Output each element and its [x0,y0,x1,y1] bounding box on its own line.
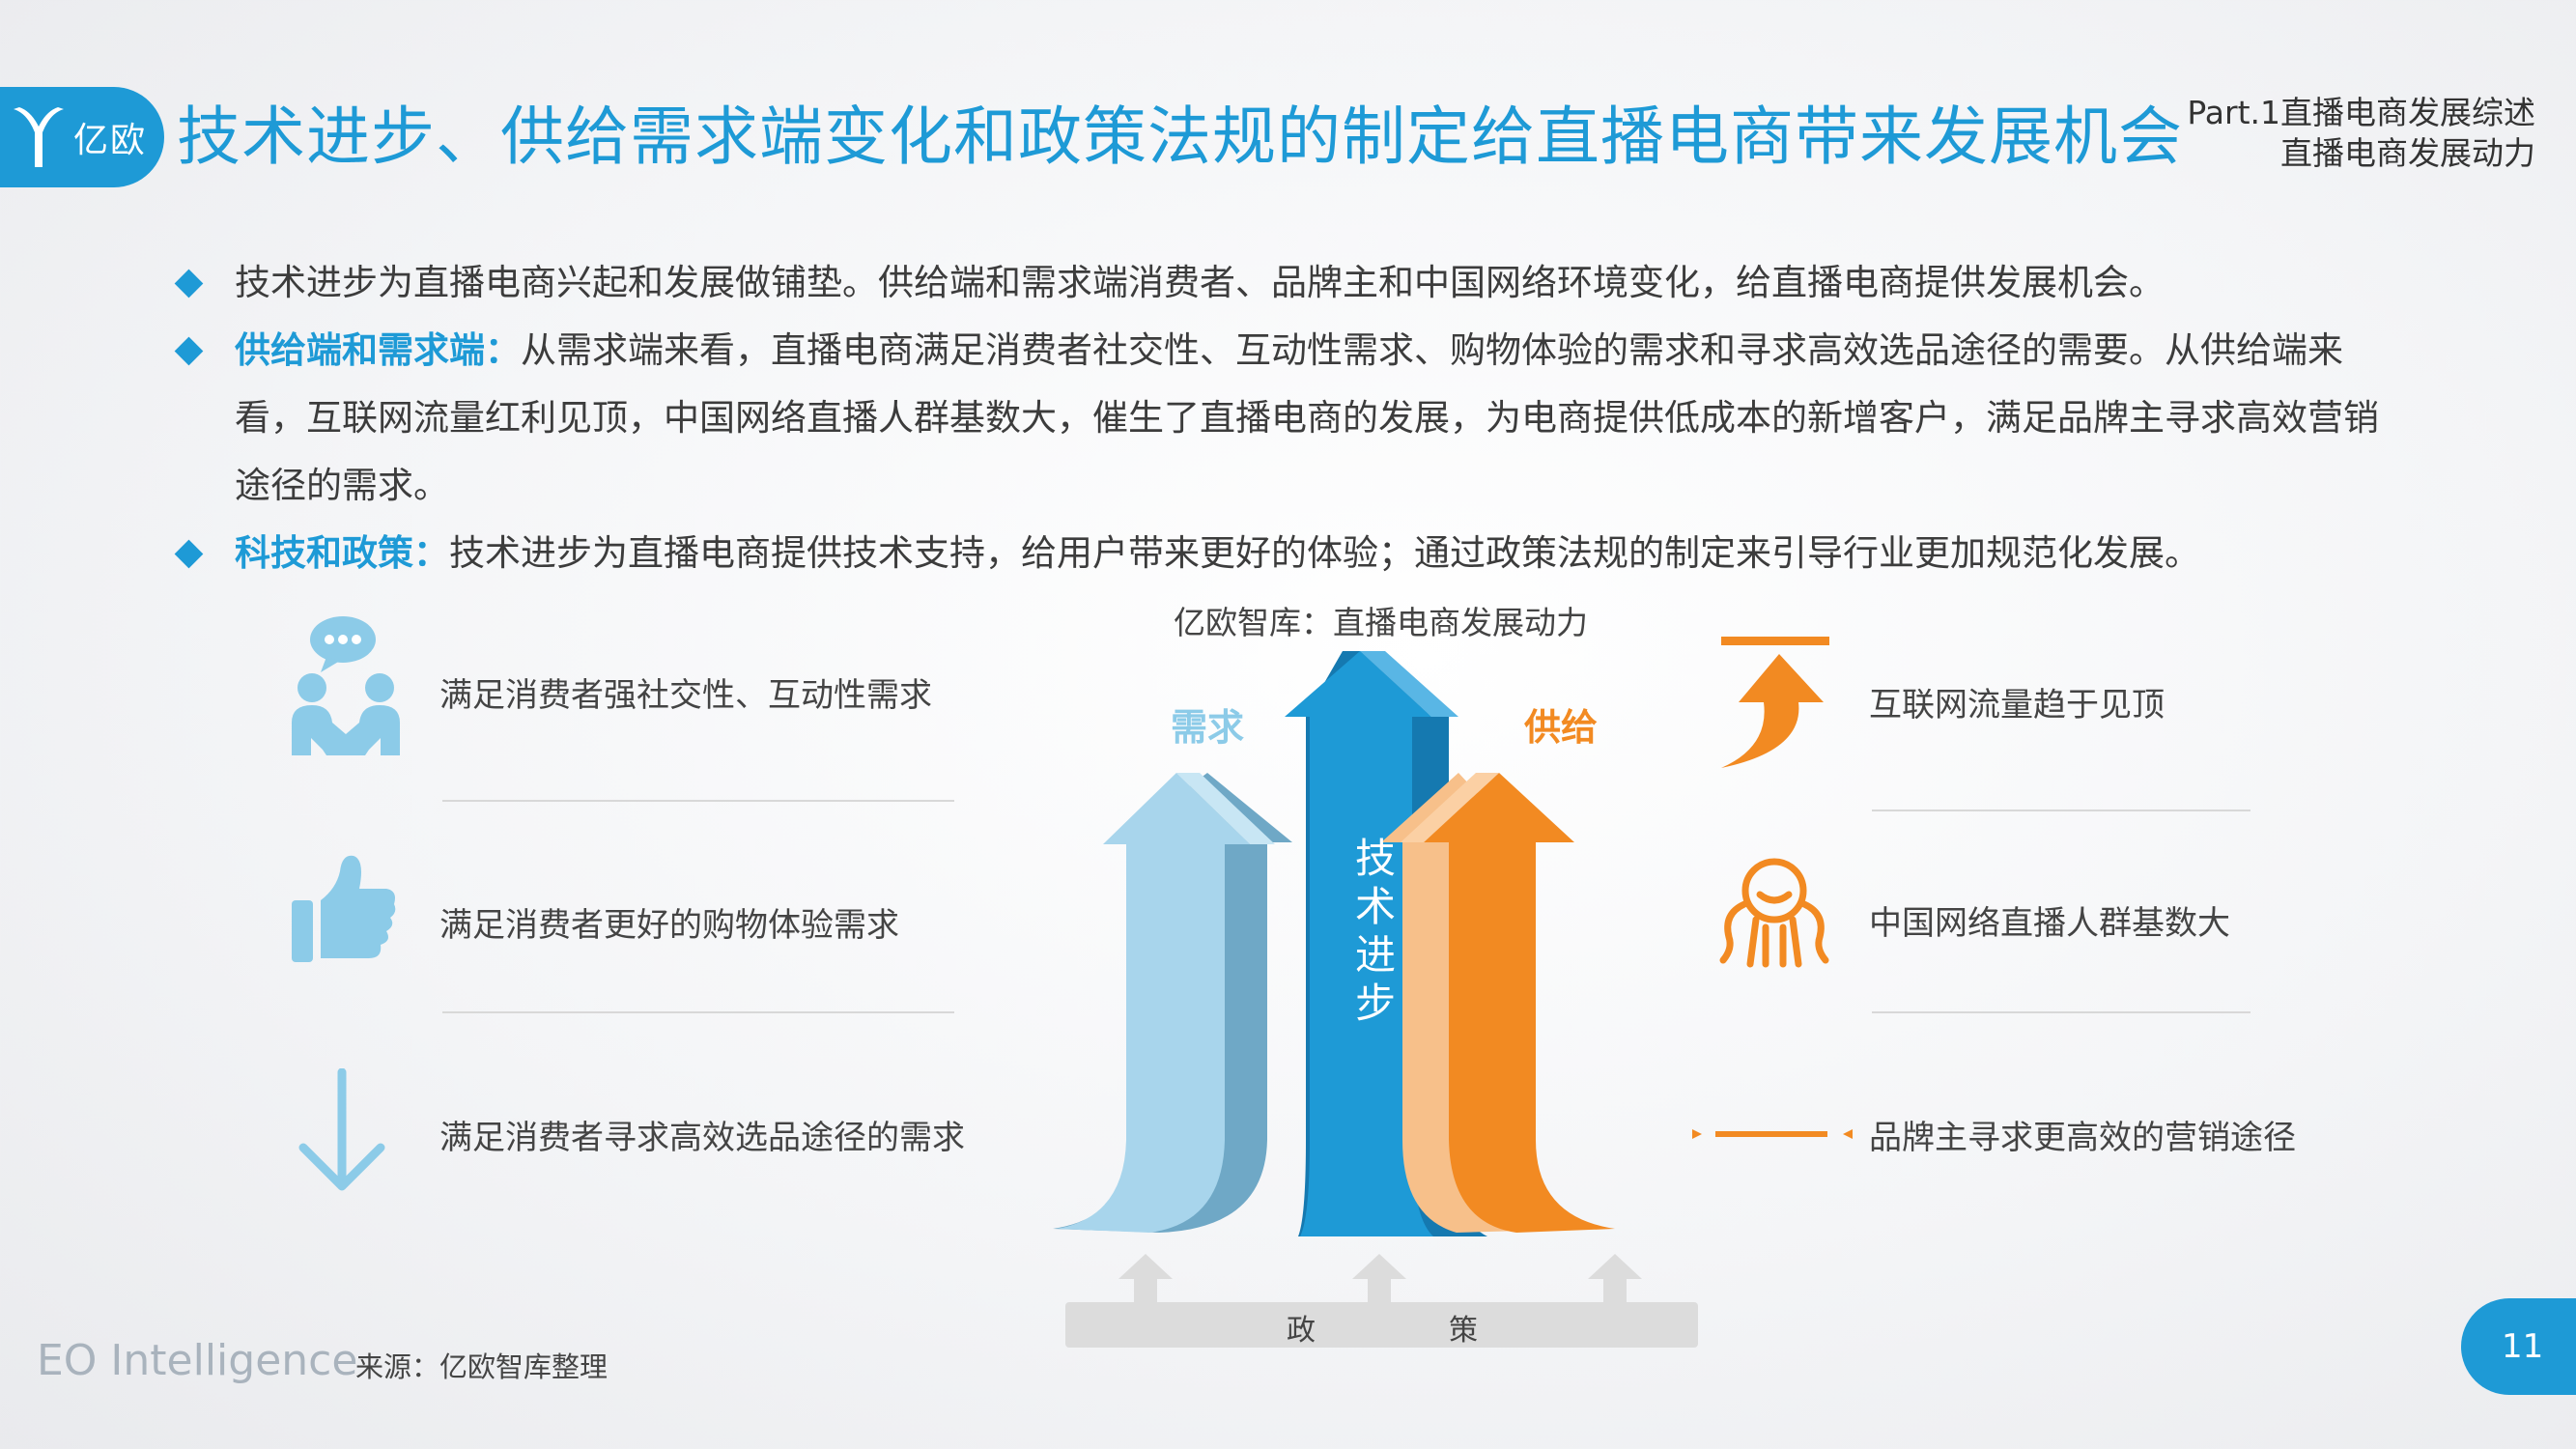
bullet-item: 供给端和需求端：从需求端来看，直播电商满足消费者社交性、互动性需求、购物体验的需… [174,317,2400,520]
bullet-text: 技术进步为直播电商兴起和发展做铺垫。供给端和需求端消费者、品牌主和中国网络环境变… [235,262,2165,303]
footer-brand: EO Intelligence [37,1336,358,1385]
tech-char: 进 [1355,931,1397,979]
logo-y-icon [14,107,64,167]
tech-char: 技 [1355,835,1397,882]
arrow-down-icon [298,1068,385,1191]
diamond-bullet-icon [174,539,204,569]
supply-label: 供给 [1524,706,1599,749]
page-title: 技术进步、供给需求端变化和政策法规的制定给直播电商带来发展机会 [177,99,2183,174]
crowd-person-icon [1719,858,1829,968]
supply-item-text: 品牌主寻求更高效的营销途径 [1869,1119,2296,1157]
tech-char: 术 [1355,883,1397,930]
section-part: Part.1直播电商发展综述 [2187,94,2535,131]
source-note: 来源：亿欧智库整理 [355,1350,609,1383]
divider [1872,1011,2250,1013]
bullet-item: 技术进步为直播电商兴起和发展做铺垫。供给端和需求端消费者、品牌主和中国网络环境变… [174,249,2400,317]
bullet-item: 科技和政策：技术进步为直播电商提供技术支持，给用户带来更好的体验；通过政策法规的… [174,520,2400,587]
supply-item-text: 中国网络直播人群基数大 [1869,904,2230,943]
logo-text: 亿欧 [73,121,148,160]
bullet-text: 技术进步为直播电商提供技术支持，给用户带来更好的体验；通过政策法规的制定来引导行… [449,532,2200,574]
section-subtitle: 直播电商发展动力 [2280,134,2535,172]
page-number: 11 [2502,1327,2544,1366]
divider [442,800,954,802]
policy-char: 策 [1449,1314,1478,1348]
bullet-text: 从需求端来看，直播电商满足消费者社交性、互动性需求、购物体验的需求和寻求高效选品… [235,329,2379,506]
line-marker-icon [1692,1129,1853,1139]
diamond-bullet-icon [174,336,204,366]
people-chat-icon [292,616,400,755]
tech-char: 步 [1355,980,1397,1027]
policy-up-arrows [1118,1254,1642,1306]
bullet-list: 技术进步为直播电商兴起和发展做铺垫。供给端和需求端消费者、品牌主和中国网络环境变… [174,249,2400,587]
peak-arrow-icon [1721,637,1829,768]
section-label: Part.1直播电商发展综述 直播电商发展动力 [2187,93,2535,174]
divider [1872,810,2250,811]
demand-item-text: 满足消费者强社交性、互动性需求 [439,676,932,715]
bullet-highlight: 科技和政策： [235,532,449,574]
growth-arrows-graphic [1053,651,1615,1236]
policy-base-bar [1065,1302,1698,1348]
diagram-title: 亿欧智库：直播电商发展动力 [1174,604,1588,641]
page-number-badge [2461,1298,2576,1395]
demand-item-text: 满足消费者寻求高效选品途径的需求 [439,1119,965,1157]
supply-item-text: 互联网流量趋于见顶 [1869,686,2165,724]
demand-item-text: 满足消费者更好的购物体验需求 [439,906,899,945]
bullet-highlight: 供给端和需求端： [235,329,521,371]
divider [442,1011,954,1013]
policy-char: 政 [1287,1314,1316,1348]
demand-label: 需求 [1171,706,1245,749]
diamond-bullet-icon [174,269,204,298]
thumbs-up-icon [292,855,396,962]
logo-badge: 亿欧 [0,87,164,187]
